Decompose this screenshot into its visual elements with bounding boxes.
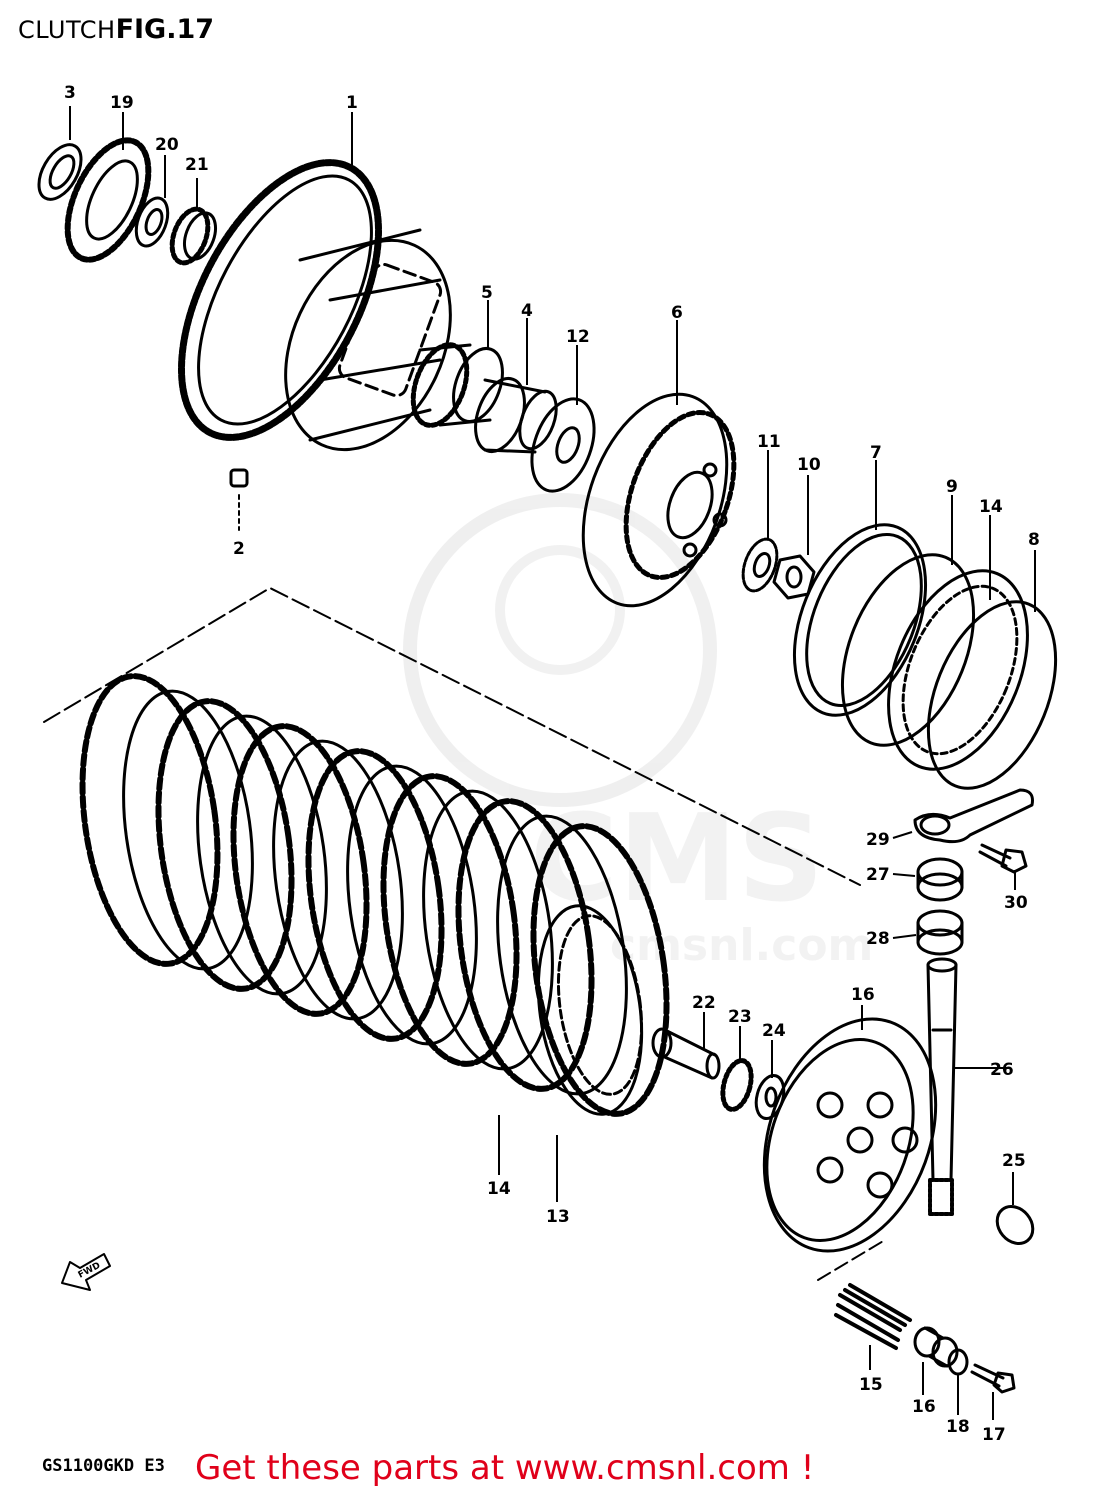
callout-14-upper: 14: [979, 497, 1003, 517]
callout-30: 29: [866, 830, 890, 850]
part-release-lever-30: [913, 788, 1034, 844]
page-title: CLUTCHFIG.17: [18, 14, 214, 45]
part-sprocket-20: [64, 137, 152, 263]
callout-5: 5: [481, 283, 493, 303]
callout-17: 16: [912, 1397, 936, 1417]
callout-16: 15: [859, 1375, 883, 1395]
model-code: GS1100GKD E3: [42, 1456, 165, 1476]
callout-4: 4: [521, 301, 533, 321]
part-needle-bearing-5: [410, 342, 504, 428]
fwd-arrow-icon: [61, 1253, 111, 1291]
part-washer-19: [947, 1348, 969, 1376]
part-oil-seal-28: [916, 857, 964, 902]
watermark-sub: cmsnl.com: [610, 920, 873, 971]
spring-group-outline: [817, 1239, 886, 1281]
part-washer-3: [37, 143, 83, 201]
part-pin-2: [229, 468, 249, 531]
watermark-text: CMS: [530, 790, 824, 929]
callout-23: 22: [692, 993, 716, 1013]
callout-11: 11: [757, 432, 781, 452]
part-cap-26: [995, 1205, 1035, 1245]
clutch-plate-stack: [79, 673, 670, 1117]
callout-8: 8: [1028, 530, 1040, 550]
callout-3: 3: [64, 83, 76, 103]
callout-29: 28: [866, 929, 890, 949]
part-spring-washer-9: [840, 553, 976, 747]
section-title: CLUTCH: [18, 16, 116, 44]
part-sleeve-4: [474, 377, 558, 454]
part-release-shaft-27: [926, 957, 958, 1216]
figure-number: FIG.17: [115, 14, 215, 45]
callout-1: 1: [346, 93, 358, 113]
callout-15: 16: [851, 985, 875, 1005]
callout-28: 27: [866, 865, 890, 885]
part-spacer-21: [134, 196, 170, 248]
callout-22: 21: [185, 155, 209, 175]
part-lock-washer-11: [741, 537, 779, 593]
callout-18: 17: [982, 1425, 1006, 1445]
part-spacer-17: [913, 1326, 959, 1368]
part-bearing-22: [169, 206, 218, 266]
callout-13: 13: [546, 1207, 570, 1227]
callout-19: 18: [946, 1417, 970, 1437]
part-sleeve-hub-6: [581, 392, 737, 608]
callout-6: 6: [671, 303, 683, 323]
promo-link[interactable]: Get these parts at www.cmsnl.com !: [195, 1448, 815, 1488]
callout-7: 7: [870, 443, 882, 463]
part-bolt-18: [970, 1363, 1016, 1394]
callout-27: 26: [990, 1060, 1014, 1080]
part-thrust-washer-12: [530, 397, 596, 493]
part-thrust-bearing-24: [720, 1058, 754, 1112]
part-clutch-housing-1: [178, 159, 452, 452]
callout-21: 20: [155, 135, 179, 155]
part-clutch-spring-16: [834, 1283, 912, 1350]
part-pressure-plate-15: [762, 1017, 938, 1253]
callout-10: 10: [797, 455, 821, 475]
callout-14-lower: 14: [487, 1179, 511, 1199]
callout-12: 12: [566, 327, 590, 347]
watermark: CMS cmsnl.com: [403, 493, 873, 971]
part-washer-25: [754, 1073, 786, 1121]
part-spring-seat-7: [792, 523, 928, 717]
callout-9: 9: [946, 477, 958, 497]
part-plate-14-upper: [887, 569, 1029, 771]
part-bolt-31: [978, 843, 1028, 874]
part-wire-ring-8: [926, 600, 1058, 790]
callout-25: 24: [762, 1021, 786, 1041]
callout-26: 25: [1002, 1151, 1026, 1171]
callout-24: 23: [728, 1007, 752, 1027]
part-push-rod-23: [651, 1027, 721, 1080]
part-bushing-29: [916, 909, 964, 956]
callout-20: 19: [110, 93, 134, 113]
callout-31: 30: [1004, 893, 1028, 913]
callout-2: 2: [233, 539, 245, 559]
